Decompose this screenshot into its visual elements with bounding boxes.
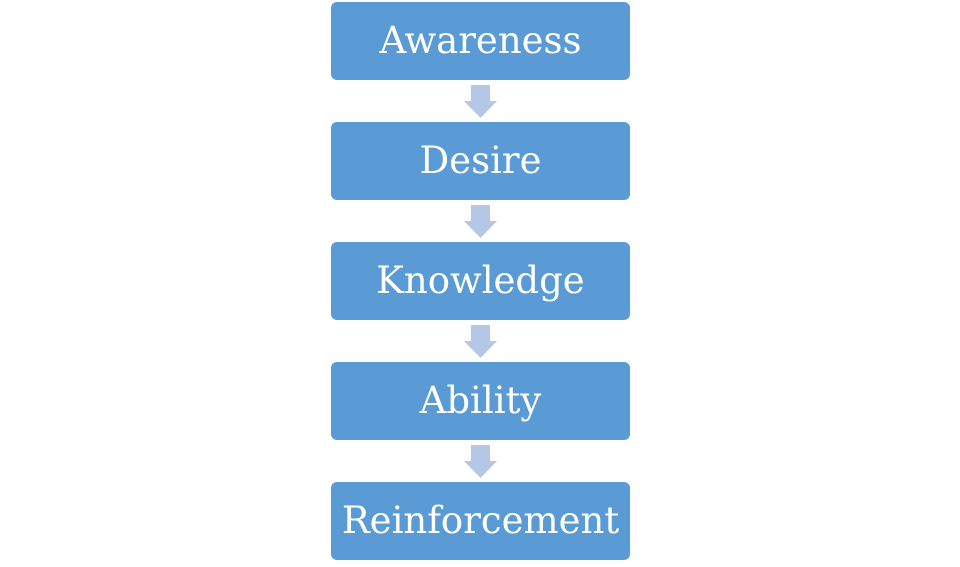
arrow-down-icon <box>464 445 497 478</box>
step-reinforcement: Reinforcement <box>331 482 630 560</box>
step-awareness: Awareness <box>331 2 630 80</box>
step-ability: Ability <box>331 362 630 440</box>
arrow-down-icon <box>464 85 497 118</box>
step-knowledge: Knowledge <box>331 242 630 320</box>
arrow-down-icon <box>464 325 497 358</box>
step-desire: Desire <box>331 122 630 200</box>
arrow-down-icon <box>464 205 497 238</box>
